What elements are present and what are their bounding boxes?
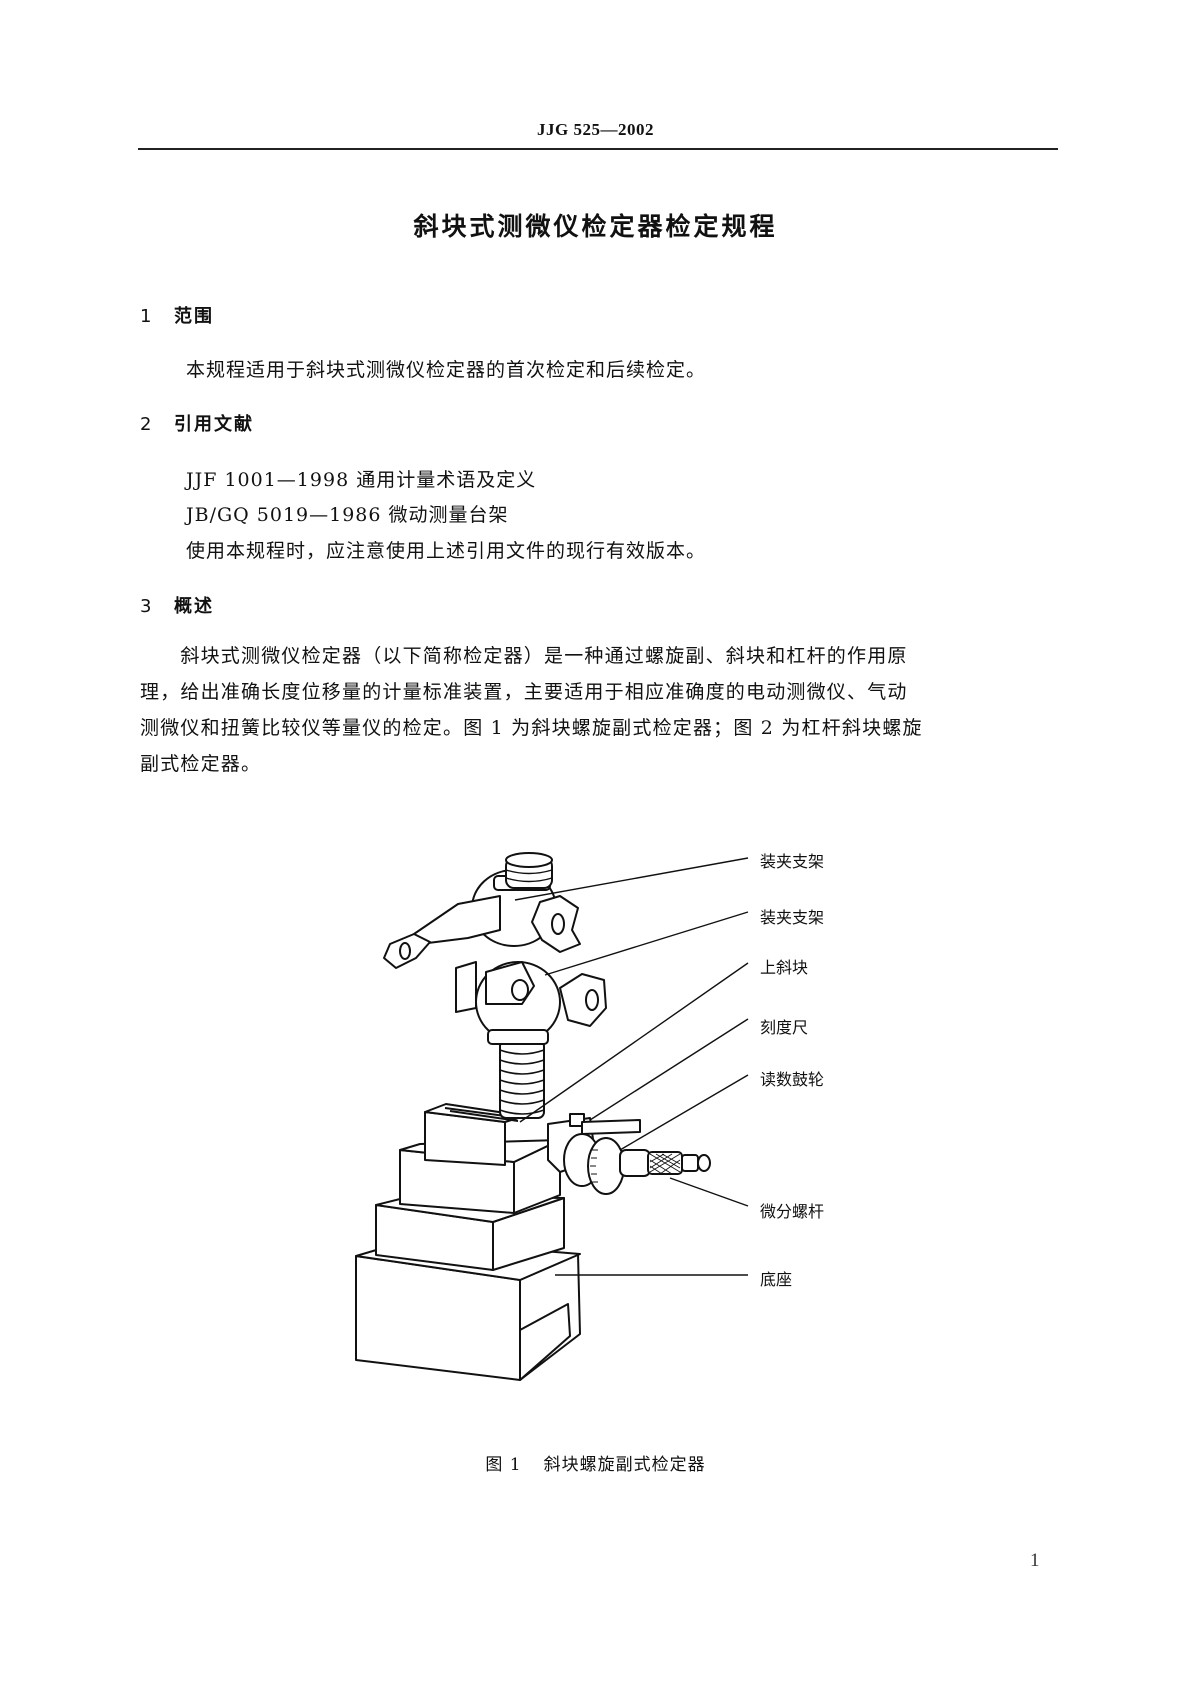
figure-label-base: 底座	[760, 1270, 793, 1289]
figure-label-upper-wedge: 上斜块	[760, 958, 809, 977]
section-title: 范围	[174, 306, 214, 327]
figure-caption-text: 斜块螺旋副式检定器	[543, 1455, 706, 1475]
section-1-heading: 1 范围	[140, 302, 214, 328]
section-2-heading: 2 引用文献	[140, 410, 254, 436]
reference-item-1: JJF 1001—1998 通用计量术语及定义	[186, 469, 537, 491]
leader-lines	[514, 857, 749, 1276]
figure-label-clamp-bracket-1: 装夹支架	[760, 852, 825, 871]
section-title: 概述	[174, 596, 214, 617]
section-number: 1	[140, 306, 152, 327]
figure-caption: 图 1 斜块螺旋副式检定器	[0, 1450, 1191, 1475]
figure-label-reading-drum: 读数鼓轮	[760, 1070, 825, 1089]
paragraph-line: 副式检定器。	[140, 753, 262, 775]
paragraph-line: 测微仪和扭簧比较仪等量仪的检定。图 1 为斜块螺旋副式检定器；图 2 为杠杆斜块…	[140, 717, 923, 739]
paragraph-line: 斜块式测微仪检定器（以下简称检定器）是一种通过螺旋副、斜块和杠杆的作用原	[140, 645, 908, 667]
figure-label-clamp-bracket-2: 装夹支架	[760, 908, 825, 927]
section-title: 引用文献	[174, 414, 254, 435]
section-number: 3	[140, 596, 152, 617]
section-1-paragraph: 本规程适用于斜块式测微仪检定器的首次检定和后续检定。	[186, 359, 707, 381]
section-number: 2	[140, 414, 152, 435]
figure-label-micrometer-screw: 微分螺杆	[760, 1202, 825, 1221]
reference-item-2: JB/GQ 5019—1986 微动测量台架	[186, 504, 509, 526]
figure-number: 图 1	[485, 1455, 522, 1475]
reference-note: 使用本规程时，应注意使用上述引用文件的现行有效版本。	[186, 540, 707, 562]
page-number: 1	[1030, 1550, 1040, 1571]
header-rule	[138, 148, 1058, 150]
document-title: 斜块式测微仪检定器检定规程	[413, 212, 778, 241]
section-3-heading: 3 概述	[140, 592, 214, 618]
paragraph-line: 理，给出准确长度位移量的计量标准装置，主要适用于相应准确度的电动测微仪、气动	[140, 681, 908, 703]
running-header-standard-code: JJG 525—2002	[537, 120, 654, 139]
figure-label-scale: 刻度尺	[760, 1018, 809, 1037]
section-3-paragraph: 斜块式测微仪检定器（以下简称检定器）是一种通过螺旋副、斜块和杠杆的作用原 理，给…	[140, 638, 1070, 782]
